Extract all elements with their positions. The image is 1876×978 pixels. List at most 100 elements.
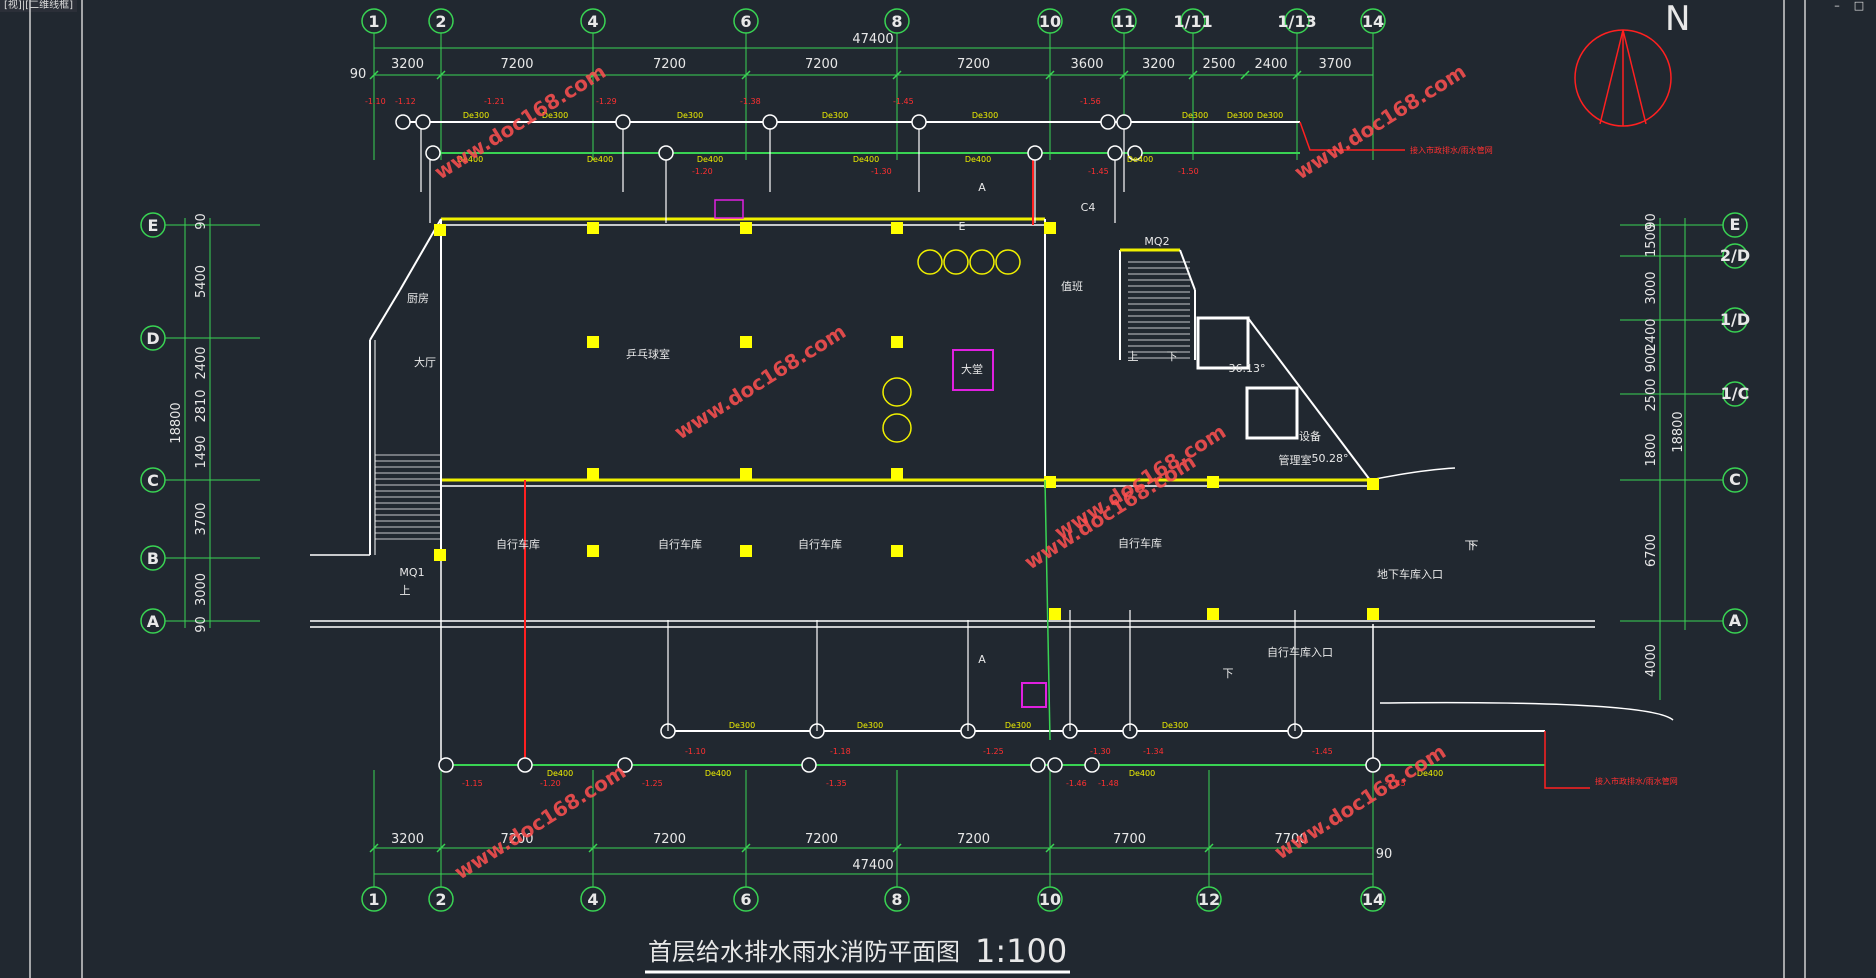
hydrant-box-icon	[1021, 682, 1047, 708]
structural-column	[891, 222, 903, 234]
bottom-axis-label: 1	[368, 890, 379, 909]
structural-column	[1207, 476, 1219, 488]
north-arrow-icon	[1574, 29, 1672, 127]
room-label: 自行车库	[1118, 536, 1162, 550]
manhole-icon	[615, 114, 631, 130]
structural-column	[1049, 608, 1061, 620]
manhole-icon	[1084, 757, 1100, 773]
structural-column	[1207, 608, 1219, 620]
structural-column	[891, 468, 903, 480]
invert-elevation: -1.34	[1143, 747, 1164, 756]
top-dim-value: 7200	[500, 57, 533, 72]
structural-column	[1367, 608, 1379, 620]
pipe-size-label: De400	[965, 155, 991, 164]
right-axis-label: 1/C	[1721, 384, 1750, 403]
room-label: 地下车库入口	[1377, 567, 1443, 581]
top-axis-label: 11	[1113, 12, 1135, 31]
pipe-size-label: De400	[1129, 769, 1155, 778]
manhole-icon	[911, 114, 927, 130]
structural-column	[587, 222, 599, 234]
structural-column	[587, 336, 599, 348]
maximize-icon[interactable]: □	[1853, 0, 1865, 12]
invert-elevation: -1.15	[462, 779, 483, 788]
pipe-size-label: De400	[853, 155, 879, 164]
right-dim-value: 2400	[1644, 318, 1659, 351]
invert-elevation: -1.29	[596, 97, 617, 106]
wall-line	[369, 289, 401, 341]
right-axis-label: C	[1729, 470, 1741, 489]
room-label: 设备	[1299, 429, 1321, 443]
right-dim-value: 3000	[1644, 271, 1659, 304]
bottom-dim-value: 7200	[957, 832, 990, 847]
top-dim-value: 3600	[1070, 57, 1103, 72]
structural-column	[740, 222, 752, 234]
top-dim-tick	[1292, 70, 1302, 80]
plan-label-up2: 上	[1128, 350, 1139, 363]
wall-line	[1179, 249, 1196, 291]
bottom-dim-tick	[1204, 843, 1214, 853]
right-dim-value: 900	[1644, 348, 1659, 373]
plan-label-e_mark: E	[959, 220, 966, 233]
invert-elevation: -1.10	[685, 747, 706, 756]
top-dim-tick	[1188, 70, 1198, 80]
top-dim-tick	[892, 70, 902, 80]
plan-label-section_a: A	[978, 181, 986, 194]
bottom-dim-value: 7700	[1274, 832, 1307, 847]
top-dim-tick	[1240, 70, 1250, 80]
right-dim-value: 1500	[1644, 224, 1659, 257]
invert-elevation: -1.46	[1066, 779, 1087, 788]
invert-elevation: -1.45	[1385, 779, 1406, 788]
watermark: www.doc168.com	[1270, 739, 1450, 864]
outfall-label-bottom: 接入市政排水/雨水管网	[1595, 776, 1678, 786]
pipe-size-label: De300	[1162, 721, 1188, 730]
watermark: www.doc168.com	[450, 759, 630, 884]
top-axis-label: 2	[435, 12, 446, 31]
plan-label-down3: 下	[1223, 667, 1234, 680]
pipe-size-label: De300	[463, 111, 489, 120]
invert-elevation: -1.35	[826, 779, 847, 788]
invert-elevation: -1.48	[1098, 779, 1119, 788]
manhole-icon	[1127, 145, 1143, 161]
invert-elevation: -1.30	[871, 167, 892, 176]
plan-label-section_a2: A	[978, 653, 986, 666]
manhole-icon	[1100, 114, 1116, 130]
bottom-dim-value: 7200	[805, 832, 838, 847]
right-total-dim: 18800	[1671, 411, 1686, 452]
plan-label-mq2: MQ2	[1144, 235, 1169, 248]
window-tab[interactable]: [视]|[二维线框]	[0, 0, 77, 12]
invert-elevation: -1.45	[1312, 747, 1333, 756]
top-axis-label: 6	[740, 12, 751, 31]
invert-elevation: -1.18	[830, 747, 851, 756]
top-axis-label: 4	[587, 12, 598, 31]
room-label: 大堂	[961, 362, 983, 376]
left-axis-label: B	[147, 549, 159, 568]
wall-line	[1247, 317, 1371, 481]
manhole-icon	[1027, 145, 1043, 161]
top-dim-value: 3700	[1318, 57, 1351, 72]
left-total-dim: 18800	[169, 402, 184, 443]
left-dim-value: 2810	[194, 389, 209, 422]
right-axis-label: 1/D	[1720, 310, 1750, 329]
invert-elevation: -1.38	[740, 97, 761, 106]
bottom-dim-value: 3200	[391, 832, 424, 847]
right-dim-value: 4000	[1644, 644, 1659, 677]
top-axis-label: 1/11	[1173, 12, 1212, 31]
drawing-frame	[29, 0, 1806, 978]
door-swing	[882, 377, 912, 407]
bottom-dim-tick	[741, 843, 751, 853]
manhole-icon	[762, 114, 778, 130]
invert-elevation: -1.30	[1090, 747, 1111, 756]
invert-elevation: -1.10	[365, 97, 386, 106]
pipe-line	[1299, 121, 1405, 151]
left-dim-value: 90	[194, 616, 209, 633]
invert-elevation: -1.45	[1088, 167, 1109, 176]
invert-elevation: -1.12	[395, 97, 416, 106]
drawing-scale: 1:100	[975, 932, 1067, 970]
bottom-axis-label: 4	[587, 890, 598, 909]
bottom-dim-tick	[1045, 843, 1055, 853]
bottom-dim-value: 7200	[500, 832, 533, 847]
minimize-icon[interactable]: –	[1834, 0, 1840, 12]
pipe-size-label: De300	[1257, 111, 1283, 120]
bottom-axis-label: 12	[1198, 890, 1220, 909]
